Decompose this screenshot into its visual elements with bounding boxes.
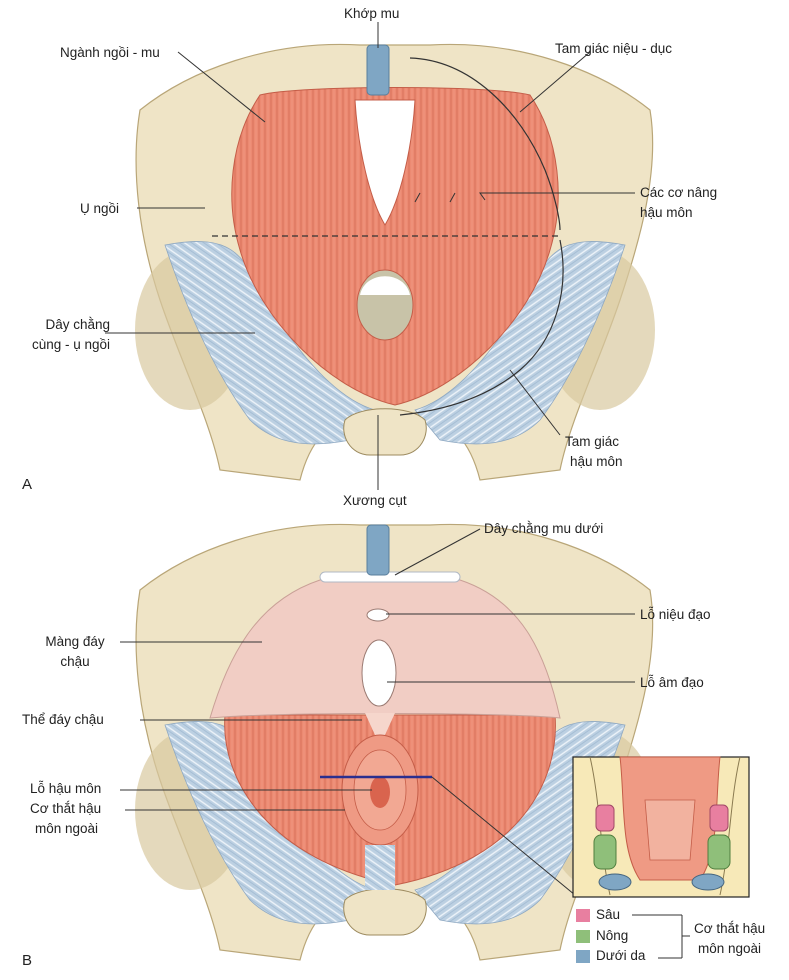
legend-bracket [632, 914, 690, 959]
urethral-orifice [366, 608, 390, 622]
urogenital-hiatus [354, 99, 416, 226]
label-inferior-pubic-ligament: Dây chằng mu dưới [484, 521, 604, 536]
inset-superficial-left [593, 834, 617, 870]
coccyx-bone-b [343, 888, 427, 936]
inset-deep-left [595, 804, 615, 832]
coccyx-bone [343, 408, 427, 456]
perineal-body [365, 713, 395, 735]
label-anal-triangle-2: hậu môn [570, 454, 623, 469]
panel-b-leaders [120, 528, 635, 811]
panel-a-leaders [105, 22, 635, 490]
legend-group-label-2: môn ngoài [698, 941, 762, 956]
label-ext-anal-sphincter-1: Cơ thắt hậu [30, 801, 102, 816]
pubic-symphysis-cartilage [366, 44, 390, 96]
label-pubic-symphysis: Khớp mu [344, 6, 400, 21]
label-ext-anal-sphincter-2: môn ngoài [35, 821, 99, 836]
legend-label-superficial: Nông [596, 928, 629, 943]
label-anal-triangle-1: Tam giác [565, 434, 620, 449]
label-levator-ani-2: hậu môn [640, 205, 693, 220]
panel-b-illustration [135, 523, 655, 961]
label-ischiopubic-ramus: Ngành ngồi - mu [60, 45, 160, 60]
label-sacrotuberous-2: cùng - ụ ngồi [31, 337, 110, 352]
inset-subcutaneous-left [598, 873, 632, 891]
inset-superficial-right [707, 834, 731, 870]
label-coccyx: Xương cụt [343, 493, 407, 508]
panel-b-letter: B [22, 952, 33, 969]
legend-group-label-1: Cơ thắt hậu [694, 921, 766, 936]
label-perineal-membrane-1: Màng đáy [45, 634, 105, 649]
legend-label-subcutaneous: Dưới da [596, 948, 646, 963]
inset-subcutaneous-right [691, 873, 725, 891]
label-ischial-tuberosity: Ụ ngồi [80, 201, 120, 216]
label-sacrotuberous-1: Dây chằng [45, 317, 110, 332]
label-anal-orifice: Lỗ hậu môn [30, 781, 102, 796]
legend-swatch-superficial [576, 930, 590, 943]
levator-ani-muscle [231, 87, 559, 406]
label-perineal-body: Thể đáy chậu [22, 712, 104, 727]
label-urethral-orifice: Lỗ niệu đạo [640, 607, 711, 622]
label-urogenital-triangle: Tam giác niệu - dục [555, 41, 673, 56]
inset-deep-right [709, 804, 729, 832]
panel-a-letter: A [22, 476, 33, 493]
legend-swatch-subcutaneous [576, 950, 590, 963]
pubic-symphysis-cartilage-b [366, 524, 390, 576]
panel-a-illustration [135, 43, 655, 481]
legend-label-deep: Sâu [596, 907, 621, 922]
vaginal-orifice [361, 639, 397, 707]
legend-swatch-deep [576, 909, 590, 922]
label-perineal-membrane-2: chậu [60, 654, 90, 669]
label-vaginal-orifice: Lỗ âm đạo [640, 675, 704, 690]
anal-orifice [370, 776, 390, 808]
label-levator-ani-1: Các cơ nâng [640, 185, 718, 200]
sphincter-section-inset [572, 756, 750, 898]
